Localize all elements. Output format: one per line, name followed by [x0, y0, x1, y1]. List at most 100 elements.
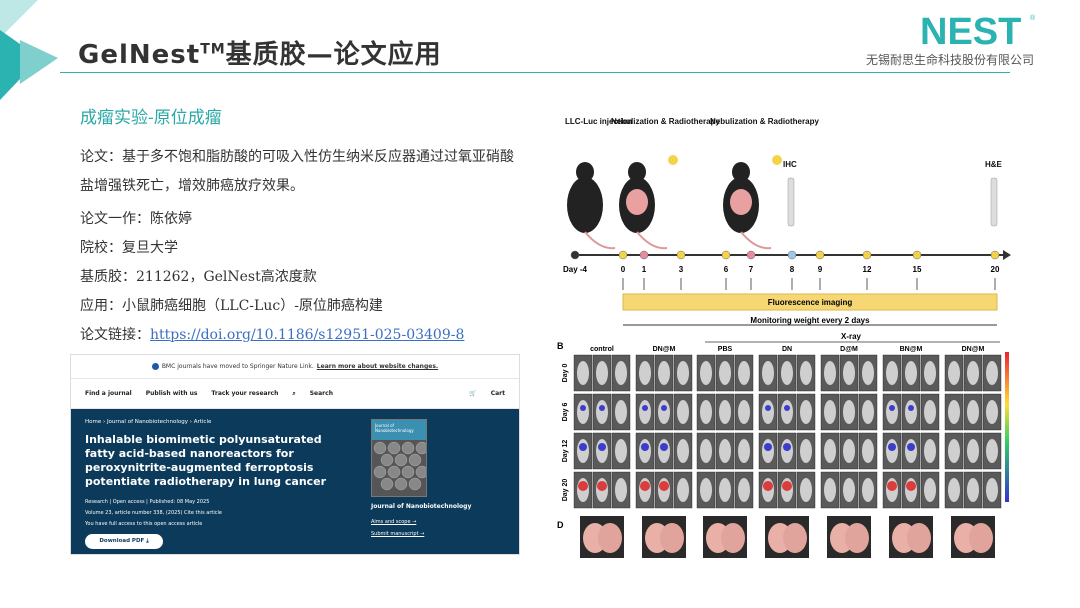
mouse-silhouette [948, 478, 960, 502]
submit-link[interactable]: Submit manuscript → [371, 531, 425, 537]
mouse-silhouette [800, 361, 812, 385]
paper-application: 应用：小鼠肺癌细胞（LLC-Luc）-原位肺癌构建 [80, 298, 383, 314]
mouse-silhouette [577, 400, 589, 424]
signal-spot [763, 481, 773, 491]
signal-spot [783, 443, 791, 451]
group-label: control [590, 346, 614, 353]
mouse-silhouette [700, 361, 712, 385]
mouse-silhouette [924, 361, 936, 385]
day-label: Day 12 [562, 440, 569, 463]
mouse-silhouette [948, 361, 960, 385]
mouse-silhouette [738, 439, 750, 463]
journal-name: Journal of Nanobiotechnology [371, 503, 472, 510]
nav-publish[interactable]: Publish with us [145, 390, 198, 397]
xray-label: X-ray [841, 332, 862, 341]
timeline-dot [676, 250, 686, 260]
mouse-silhouette [719, 478, 731, 502]
signal-spot [580, 405, 586, 411]
mouse-silhouette [905, 400, 917, 424]
mouse-silhouette [862, 361, 874, 385]
mouse-icon [567, 162, 616, 250]
mouse-silhouette [677, 478, 689, 502]
mouse-silhouette [824, 478, 836, 502]
banner-link[interactable]: Learn more about website changes. [316, 363, 439, 370]
mouse-silhouette [615, 439, 627, 463]
signal-spot [659, 481, 669, 491]
group-label: BN@M [900, 346, 923, 353]
mouse-silhouette [967, 400, 979, 424]
paper-matrix: 基质胶：211262，GelNest高浓度款 [80, 269, 317, 285]
mouse-silhouette [843, 439, 855, 463]
timeline-dot [912, 250, 922, 260]
mouse-silhouette [967, 361, 979, 385]
mouse-icon [723, 162, 772, 250]
mouse-silhouette [986, 439, 998, 463]
timeline-arrow [1003, 250, 1011, 260]
article-title: Inhalable biomimetic polyunsaturated fat… [85, 433, 327, 488]
lung-lobe [907, 523, 931, 553]
nav-track[interactable]: Track your research [211, 390, 279, 397]
label-he: H&E [985, 160, 1003, 169]
breadcrumb[interactable]: Home › Journal of Nanobiotechnology › Ar… [85, 419, 212, 425]
corner-decoration [0, 0, 58, 100]
mouse-silhouette [762, 400, 774, 424]
lung-lobe [845, 523, 869, 553]
lung-lobe [721, 523, 745, 553]
article-meta: Research | Open access | Published: 08 M… [85, 499, 222, 516]
mouse-silhouette [824, 400, 836, 424]
timeline-day: 8 [790, 265, 795, 274]
mouse-silhouette [639, 361, 651, 385]
signal-spot [598, 443, 606, 451]
paper-link[interactable]: https://doi.org/10.1186/s12951-025-03409… [150, 327, 465, 343]
signal-spot [599, 405, 605, 411]
mouse-silhouette [905, 361, 917, 385]
signal-spot [907, 443, 915, 451]
signal-spot [887, 481, 897, 491]
mouse-silhouette [862, 478, 874, 502]
journal-cover: Journal of Nanobiotechnology [371, 419, 427, 497]
mouse-silhouette [596, 400, 608, 424]
group-label: D@M [840, 346, 858, 353]
mouse-silhouette [986, 400, 998, 424]
panel-d-label: D [557, 520, 564, 530]
syringe-icon [990, 177, 998, 227]
nav-cart[interactable]: Cart [490, 390, 505, 397]
aims-link[interactable]: Aims and scope → [371, 519, 417, 525]
nav-search[interactable]: Search [309, 390, 333, 397]
mouse-silhouette [800, 400, 812, 424]
mouse-silhouette [886, 361, 898, 385]
timeline-day: 20 [991, 265, 1000, 274]
timeline-day: 15 [913, 265, 922, 274]
timeline-dot [639, 250, 649, 260]
mouse-silhouette [700, 400, 712, 424]
timeline-dot [787, 250, 797, 260]
mouse-silhouette [967, 478, 979, 502]
fluorescence-label: Fluorescence imaging [768, 298, 853, 307]
mouse-silhouette [677, 361, 689, 385]
color-scale [1005, 352, 1009, 502]
signal-spot [908, 405, 914, 411]
paper-link-line: 论文链接：https://doi.org/10.1186/s12951-025-… [80, 327, 465, 343]
mouse-silhouette [677, 400, 689, 424]
signal-spot [782, 481, 792, 491]
download-pdf-button[interactable]: Download PDF ⤓ [85, 534, 163, 549]
journal-nav: Find a journal Publish with us Track you… [71, 379, 519, 409]
label-injection: LLC-Luc injection [565, 117, 633, 126]
experiment-figure: LLC-Luc injection Nebulization & Radioth… [557, 117, 1011, 558]
mouse-silhouette [738, 478, 750, 502]
paper-title: 论文：基于多不饱和脂肪酸的可吸入性仿生纳米反应器通过过氧亚硝酸盐增强铁死亡，增效… [80, 149, 514, 194]
mouse-silhouette [615, 400, 627, 424]
timeline-day: 6 [724, 265, 729, 274]
mouse-silhouette [948, 400, 960, 424]
signal-spot [640, 481, 650, 491]
mouse-silhouette [924, 400, 936, 424]
search-icon[interactable]: ⌕ [292, 389, 296, 397]
nav-find-journal[interactable]: Find a journal [85, 390, 132, 397]
mouse-silhouette [862, 439, 874, 463]
cart-icon[interactable]: 🛒 [469, 390, 477, 397]
mouse-silhouette [862, 400, 874, 424]
group-label: DN [782, 346, 792, 353]
mouse-silhouette [824, 439, 836, 463]
nest-logo: NEST ® [920, 11, 1036, 50]
